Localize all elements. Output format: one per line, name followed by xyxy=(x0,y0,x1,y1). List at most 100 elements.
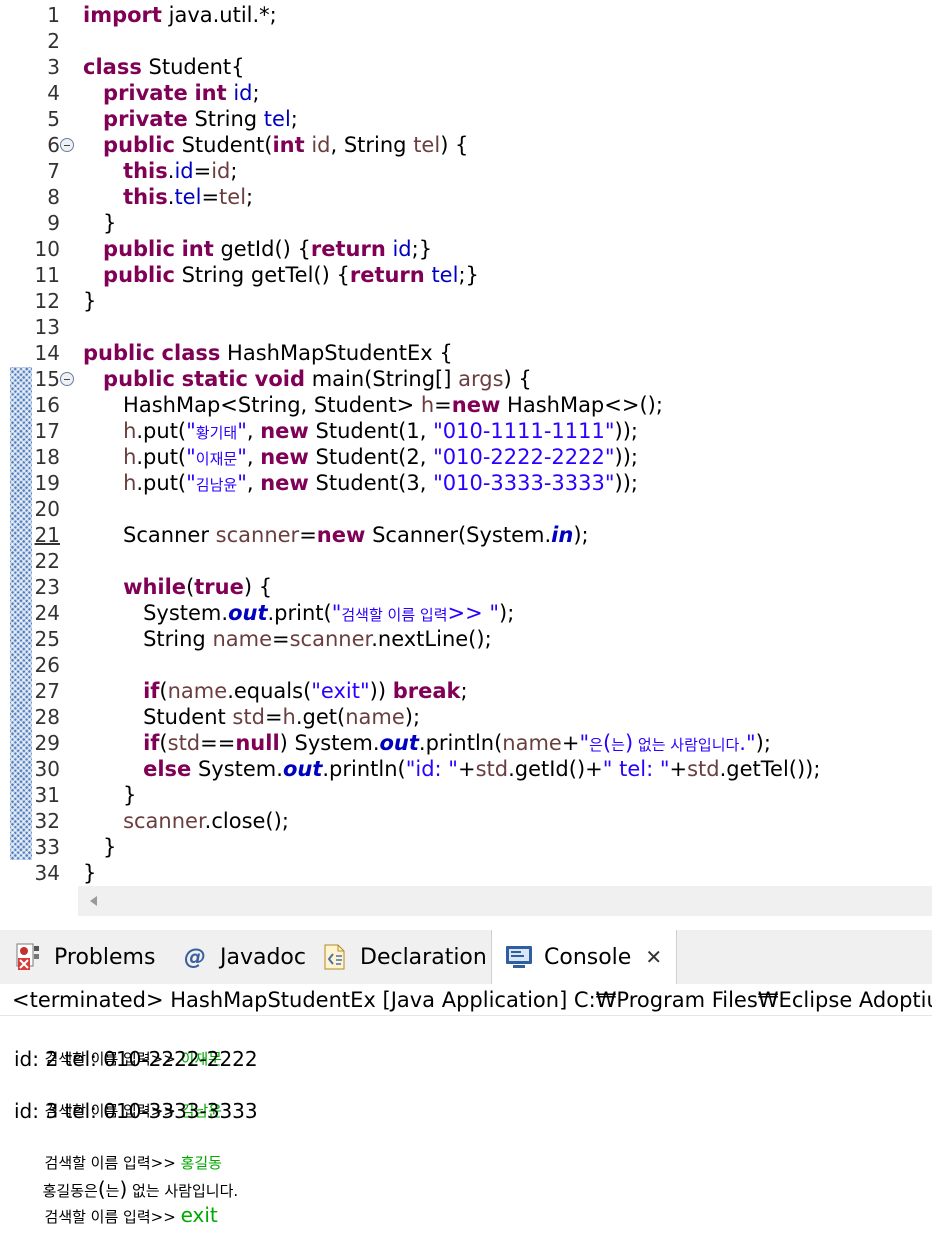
code-line[interactable]: this.tel=tel; xyxy=(83,184,253,210)
code-token: ); xyxy=(573,523,589,547)
line-number: 2 xyxy=(47,29,60,53)
line-number: 21 xyxy=(34,523,60,547)
code-line[interactable]: h.put("황기태", new Student(1, "010-1111-11… xyxy=(83,418,638,446)
code-line[interactable]: private int id; xyxy=(83,80,260,106)
code-token: java.util.*; xyxy=(161,3,277,27)
code-token: ) xyxy=(624,731,634,755)
code-line[interactable]: h.put("김남윤", new Student(3, "010-3333-33… xyxy=(83,470,638,498)
code-line[interactable]: public static void main(String[] args) { xyxy=(83,366,532,392)
code-line[interactable]: } xyxy=(83,782,136,808)
code-line[interactable]: import java.util.*; xyxy=(83,2,277,28)
code-token: name xyxy=(345,705,405,729)
line-number: 16 xyxy=(34,393,60,417)
code-line[interactable]: } xyxy=(83,288,96,314)
line-number: 4 xyxy=(47,81,60,105)
code-line[interactable]: public class HashMapStudentEx { xyxy=(83,340,453,366)
code-token: Student{ xyxy=(141,55,245,79)
tab-javadoc[interactable]: @ Javadoc xyxy=(180,930,306,984)
code-line[interactable]: private String tel; xyxy=(83,106,298,132)
code-line[interactable]: h.put("이재문", new Student(2, "010-2222-22… xyxy=(83,444,638,472)
code-token: int xyxy=(194,81,227,105)
code-line[interactable]: else System.out.println("id: "+std.getId… xyxy=(83,756,820,782)
code-line[interactable]: public int getId() {return id;} xyxy=(83,236,432,262)
code-token: , xyxy=(246,445,261,469)
code-line[interactable]: } xyxy=(83,210,116,236)
close-icon[interactable]: ✕ xyxy=(645,945,663,969)
code-token: Student(3, xyxy=(308,471,434,495)
panel-tab-bar: Problems @ Javadoc Declaration xyxy=(0,920,932,984)
code-line[interactable]: public String getTel() {return tel;} xyxy=(83,262,479,288)
code-token: this xyxy=(123,185,168,209)
code-line[interactable]: public Student(int id, String tel) { xyxy=(83,132,468,158)
javadoc-at-icon: @ xyxy=(184,944,206,970)
line-number: 10 xyxy=(34,237,60,261)
line-number: 12 xyxy=(34,289,60,313)
fold-collapse-icon-line-6[interactable] xyxy=(60,138,74,152)
code-line[interactable]: } xyxy=(83,834,116,860)
code-token: ) { xyxy=(503,367,532,391)
code-token: " xyxy=(237,471,247,495)
code-token: if xyxy=(143,731,160,755)
console-output[interactable]: 검색할 이름 입력>> 이재문 id: 2 tel: 010-2222-2222… xyxy=(0,1018,932,1227)
code-token: .put( xyxy=(136,445,187,469)
line-number: 29 xyxy=(34,731,60,755)
code-token: new xyxy=(260,419,309,443)
code-line[interactable]: Scanner scanner=new Scanner(System.in); xyxy=(83,522,589,548)
code-token xyxy=(83,107,103,131)
code-token: tel xyxy=(174,185,202,209)
quick-diff-change-bar xyxy=(10,367,32,860)
code-line[interactable]: System.out.print("검색할 이름 입력>> "); xyxy=(83,600,514,628)
code-token: Student( xyxy=(174,133,273,157)
line-number: 11 xyxy=(34,263,60,287)
code-token: this xyxy=(123,159,168,183)
code-token xyxy=(83,679,143,703)
code-token: tel xyxy=(413,133,441,157)
code-token: )) xyxy=(369,679,393,703)
code-token: scanner xyxy=(289,627,372,651)
line-number: 9 xyxy=(47,211,60,235)
code-token: new xyxy=(260,471,309,495)
code-line[interactable]: if(std==null) System.out.println(name+"은… xyxy=(83,730,771,758)
code-token: " xyxy=(579,731,590,755)
code-token: ); xyxy=(404,705,421,729)
code-token: String xyxy=(83,627,213,651)
code-line[interactable]: if(name.equals("exit")) break; xyxy=(83,678,468,704)
code-token: ; xyxy=(460,679,468,703)
tab-problems[interactable]: Problems xyxy=(14,930,155,984)
code-token: >> " xyxy=(447,601,500,625)
code-token: scanner xyxy=(123,809,205,833)
code-token xyxy=(83,445,123,469)
code-token: new xyxy=(451,393,501,417)
code-line[interactable]: scanner.close(); xyxy=(83,808,289,834)
code-line[interactable]: Student std=h.get(name); xyxy=(83,704,420,730)
line-number: 22 xyxy=(34,549,60,573)
code-token: " xyxy=(237,419,247,443)
horizontal-scrollbar[interactable] xyxy=(78,886,932,916)
code-line[interactable]: this.id=id; xyxy=(83,158,237,184)
tab-declaration[interactable]: Declaration xyxy=(320,930,487,984)
code-line[interactable]: String name=scanner.nextLine(); xyxy=(83,626,492,652)
code-line[interactable]: while(true) { xyxy=(83,574,272,600)
code-line[interactable]: } xyxy=(83,860,96,886)
line-number: 27 xyxy=(34,679,60,703)
code-token xyxy=(83,757,143,781)
line-number: 28 xyxy=(34,705,60,729)
code-token xyxy=(83,237,103,261)
tab-console[interactable]: Console ✕ xyxy=(491,930,677,984)
code-line[interactable]: HashMap<String, Student> h=new HashMap<>… xyxy=(83,392,663,418)
console-user-input: exit xyxy=(180,1203,218,1227)
code-token: h xyxy=(123,419,137,443)
code-token: .print( xyxy=(267,601,332,625)
code-token: h xyxy=(123,445,137,469)
code-token: new xyxy=(260,445,309,469)
fold-collapse-icon-line-15[interactable] xyxy=(60,372,74,386)
scroll-left-arrow-icon[interactable] xyxy=(90,896,97,906)
line-number: 6 xyxy=(47,133,60,157)
code-token: String xyxy=(187,107,264,131)
code-token: String getTel() { xyxy=(174,263,350,287)
code-line[interactable]: class Student{ xyxy=(83,54,245,80)
code-token: System. xyxy=(83,601,229,625)
code-token: " xyxy=(186,419,196,443)
code-token: ); xyxy=(499,601,515,625)
